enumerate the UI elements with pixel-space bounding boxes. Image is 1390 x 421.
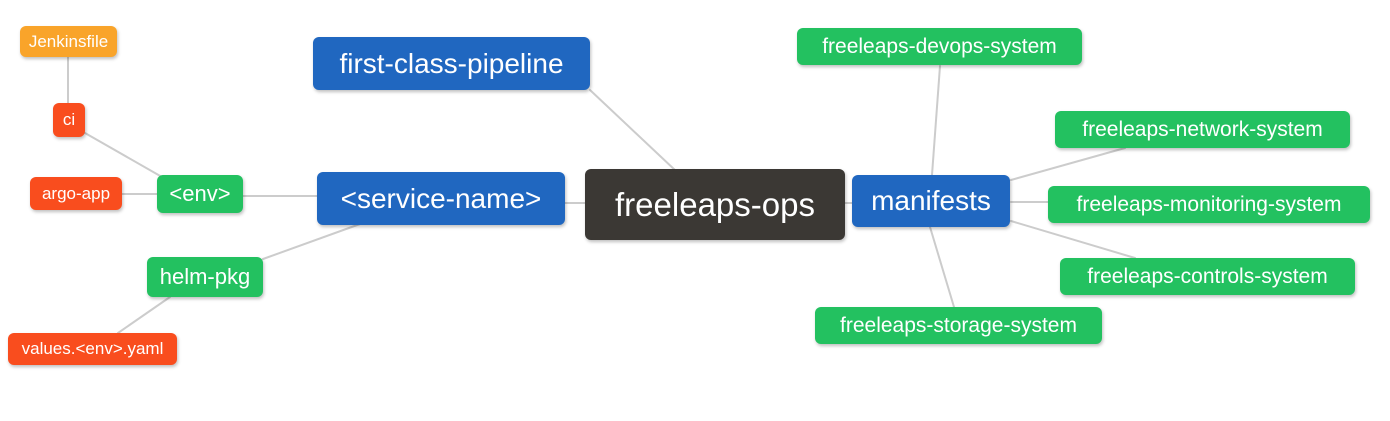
node-network-system[interactable]: freeleaps-network-system [1055,111,1350,148]
node-devops-system[interactable]: freeleaps-devops-system [797,28,1082,65]
edge-manifests-to-devops-system [931,65,941,176]
node-storage-system[interactable]: freeleaps-storage-system [815,307,1102,344]
node-ci[interactable]: ci [53,103,85,137]
node-freeleaps-ops[interactable]: freeleaps-ops [585,169,845,240]
edge-manifests-to-network-system [1010,147,1126,181]
node-argo-app[interactable]: argo-app [30,177,122,210]
node-helm-pkg[interactable]: helm-pkg [147,257,263,297]
edge-ci-to-env [84,132,163,178]
edge-service-name-to-helm-pkg [262,223,361,260]
node-jenkinsfile[interactable]: Jenkinsfile [20,26,117,57]
node-manifests[interactable]: manifests [852,175,1010,227]
node-controls-system[interactable]: freeleaps-controls-system [1060,258,1355,295]
node-env[interactable]: <env> [157,175,243,213]
node-first-class-pipeline[interactable]: first-class-pipeline [313,37,590,90]
edge-manifests-to-storage-system [929,226,955,308]
node-values-env-yaml[interactable]: values.<env>.yaml [8,333,177,365]
edge-manifests-to-controls-system [1010,220,1136,259]
edge-helm-pkg-to-values-env-yaml [117,296,171,334]
edge-first-class-pipeline-to-freeleaps-ops [589,89,677,172]
node-service-name[interactable]: <service-name> [317,172,565,225]
node-monitoring-system[interactable]: freeleaps-monitoring-system [1048,186,1370,223]
